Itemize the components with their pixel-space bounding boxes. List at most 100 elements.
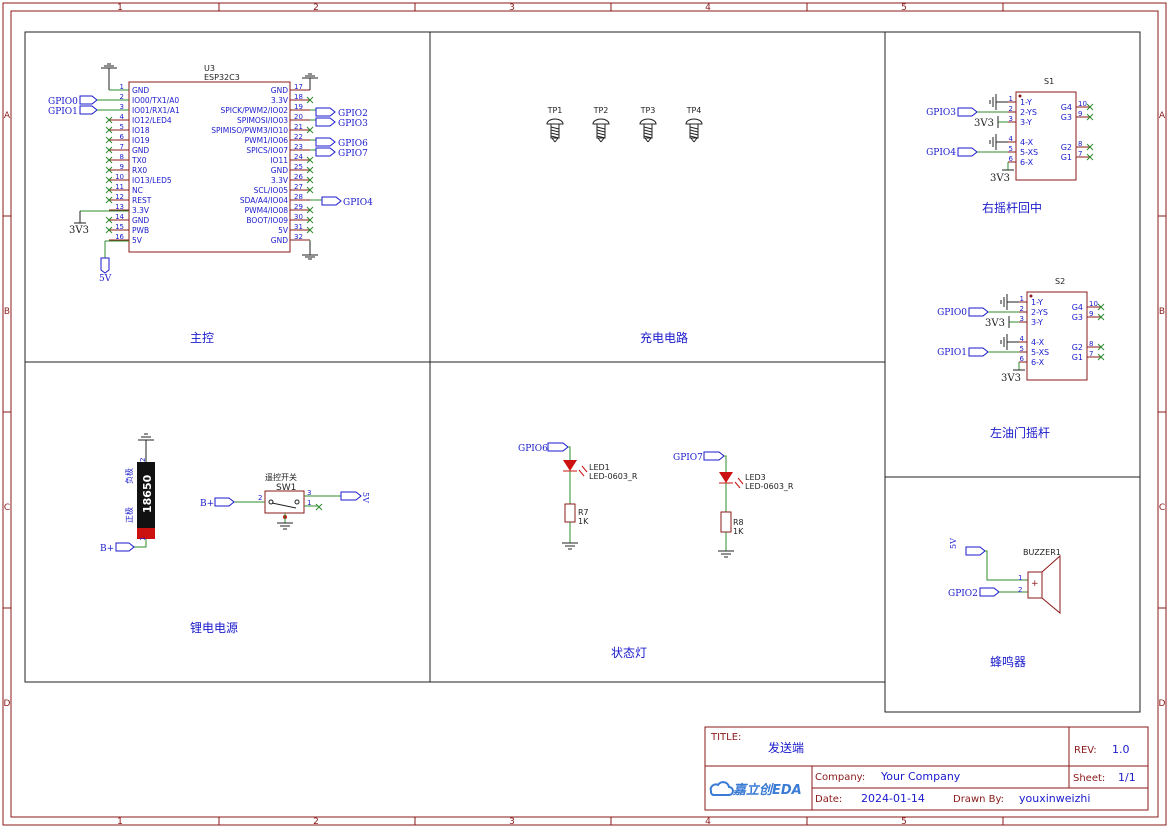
pin-name: SPIMISO/PWM3/IO10 [211, 126, 288, 135]
r8-value: 1K [733, 527, 744, 536]
ground-symbol [101, 63, 117, 90]
ground-symbol [302, 73, 318, 90]
testpoint-label: TP1 [547, 106, 563, 115]
joystick-pin-8: 8G2 [1061, 140, 1094, 152]
sw1-switch: 遥控开关 SW1 2 3 1 B+ 5V [200, 472, 370, 530]
logo-text: 嘉立创EDA [732, 782, 802, 798]
sw1-net-in: B+ [200, 499, 214, 509]
battery-label: 18650 [141, 474, 154, 513]
svg-text:GPIO4: GPIO4 [926, 148, 956, 158]
no-connect-mark [306, 176, 314, 184]
joystick-body [1015, 91, 1077, 181]
svg-text:G2: G2 [1061, 143, 1072, 152]
pin-name: GND [132, 216, 149, 225]
battery-neg-label: 负极 [124, 468, 134, 484]
ground-symbol [1000, 334, 1019, 350]
no-connect-mark [105, 196, 113, 204]
ground-symbol [277, 522, 293, 530]
led1-net: GPIO6 [518, 444, 548, 454]
date-value: 2024-01-14 [861, 792, 925, 805]
net-flag-gpio4: GPIO4 [321, 196, 373, 208]
no-connect-mark [105, 116, 113, 124]
led1-symbol [563, 460, 577, 471]
pin-name: GND [271, 236, 288, 245]
net-flag-gpio2: GPIO2 [315, 107, 368, 119]
sheet-value: 1/1 [1118, 771, 1136, 784]
svg-text:5: 5 [1009, 145, 1013, 153]
no-connect-mark [105, 186, 113, 194]
sw1-body [264, 490, 305, 514]
u3-pin-13: 13 3.3V [109, 203, 150, 215]
no-connect-mark [105, 176, 113, 184]
svg-text:2: 2 [1009, 105, 1013, 113]
led1-part: LED-0603_R [589, 472, 638, 481]
pin-number: 30 [294, 213, 303, 221]
pin-number: 13 [115, 203, 124, 211]
svg-text:4: 4 [1009, 135, 1014, 143]
pin-name: SPIMOSI/IO03 [237, 116, 288, 125]
section-title-left-stick: 左油门摇杆 [990, 425, 1050, 440]
pin-name: IO01/RX1/A1 [132, 106, 180, 115]
buzzer-circuit: BUZZER1 5V GPIO2 1 2 + [948, 538, 1061, 615]
no-connect-mark [105, 136, 113, 144]
svg-text:3V3: 3V3 [985, 318, 1005, 329]
no-connect-mark [306, 126, 314, 134]
pin-name: IO18 [132, 126, 150, 135]
net-flag: GPIO3 [926, 107, 1008, 118]
r7-resistor [564, 503, 576, 523]
svg-text:9: 9 [1089, 310, 1093, 318]
led3-symbol [719, 472, 733, 483]
pin-name: GND [132, 86, 149, 95]
row-label: B [4, 307, 10, 317]
row-label: A [1159, 111, 1166, 121]
frame-labels: 1 2 3 4 5 1 2 3 4 5 A B C D A B C D [4, 3, 1166, 827]
section-title-battery: 锂电电源 [190, 620, 238, 635]
battery-18650: 18650 负极 正极 2 1 B+ [100, 433, 155, 554]
r7-ref: R7 [578, 508, 589, 517]
pin-name: 3.3V [132, 206, 150, 215]
joystick-ref: S2 [1055, 277, 1065, 286]
testpoint-2: TP2 [592, 106, 610, 143]
buzzer-ref: BUZZER1 [1023, 548, 1061, 557]
pin-number: 25 [294, 163, 303, 171]
cloud-icon [709, 781, 734, 796]
ground-symbol [1000, 294, 1019, 310]
pin-name: 5V [132, 236, 143, 245]
battery-pin-1: 1 [139, 537, 147, 541]
screw-head-icon [685, 118, 703, 125]
testpoint-1: TP1 [546, 106, 564, 143]
buzzer-net-sig: GPIO2 [948, 589, 978, 599]
screw-head-icon [592, 118, 610, 125]
svg-text:8: 8 [1089, 340, 1093, 348]
svg-text:GPIO3: GPIO3 [926, 108, 956, 118]
joystick-pin-8: 8G2 [1072, 340, 1105, 352]
svg-text:GPIO3: GPIO3 [338, 119, 368, 129]
pin-name: IO11 [270, 156, 288, 165]
pin-number: 26 [294, 173, 303, 181]
svg-text:3-Y: 3-Y [1031, 318, 1043, 327]
svg-text:1-Y: 1-Y [1020, 98, 1032, 107]
net-flag-gpio6: GPIO6 [315, 137, 368, 149]
svg-text:2-YS: 2-YS [1020, 108, 1037, 117]
pin-name: 5V [278, 226, 289, 235]
pin-name: GND [132, 146, 149, 155]
pin-number: 27 [294, 183, 303, 191]
svg-text:1-Y: 1-Y [1031, 298, 1043, 307]
u3-body [128, 81, 291, 253]
pin-number: 4 [120, 113, 125, 121]
section-boxes [24, 31, 1141, 713]
no-connect-mark [1086, 143, 1094, 151]
pin-number: 3 [120, 103, 124, 111]
